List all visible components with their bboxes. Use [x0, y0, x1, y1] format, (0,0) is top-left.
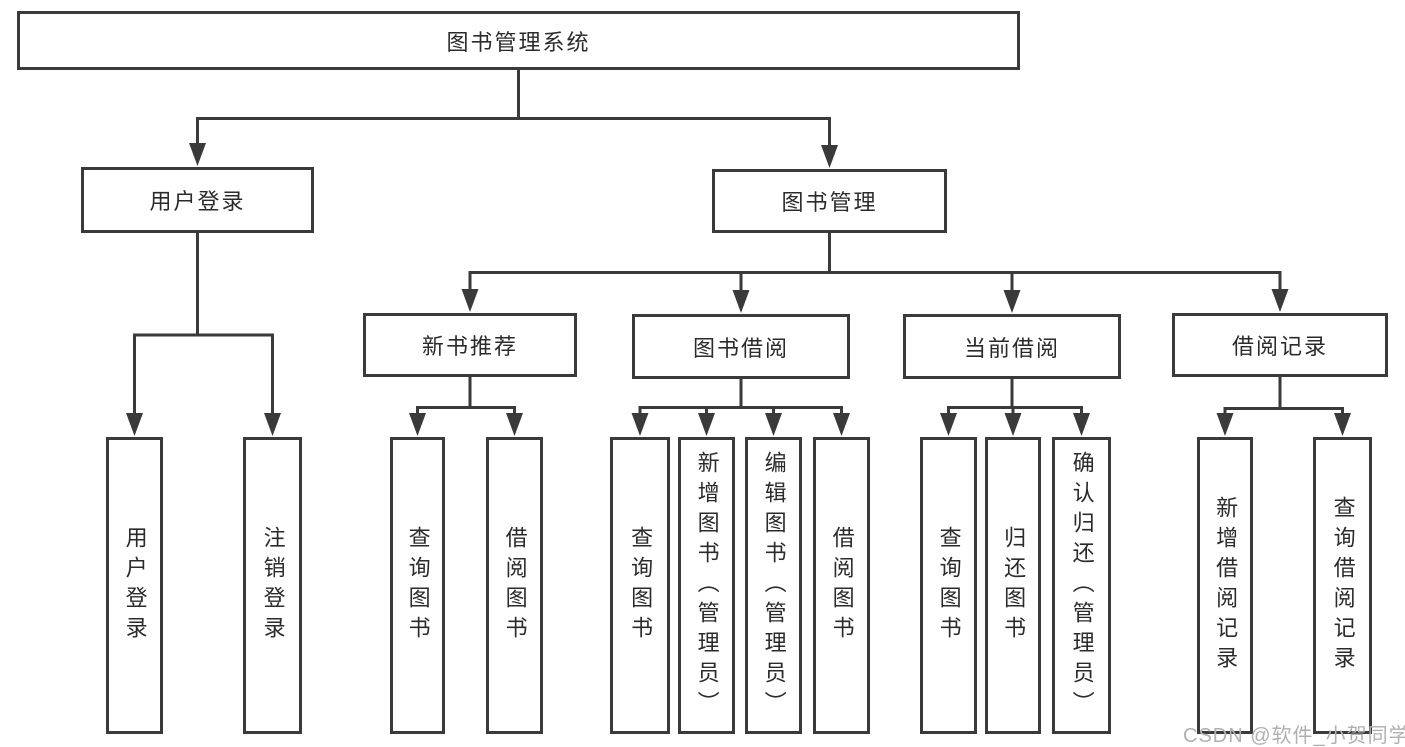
leaf-logout: 注销登录	[243, 437, 302, 734]
arrowhead-icon	[698, 413, 715, 436]
leaf-query-books-borrowing: 查询图书	[610, 437, 670, 734]
leaf-add-borrow-record: 新增借阅记录	[1197, 437, 1253, 734]
node-book-management: 图书管理	[712, 169, 947, 233]
node-current-borrowing: 当前借阅	[903, 314, 1121, 379]
connector-root-branch	[196, 117, 831, 149]
connector-records-branch	[1223, 407, 1344, 416]
node-root: 图书管理系统	[17, 11, 1020, 70]
arrowhead-icon	[1334, 413, 1351, 436]
arrowhead-icon	[189, 143, 206, 166]
leaf-borrow-books-recommend: 借阅图书	[486, 437, 543, 734]
node-book-borrowing: 图书借阅	[632, 314, 850, 379]
arrowhead-icon	[631, 413, 649, 436]
leaf-confirm-return-admin: 确认归还（管理员）	[1052, 437, 1111, 734]
arrowhead-icon	[833, 413, 850, 436]
connector-book-borrow-branch	[638, 406, 843, 416]
arrowhead-icon	[126, 413, 143, 436]
leaf-return-books: 归还图书	[985, 437, 1041, 734]
leaf-borrow-books-borrowing: 借阅图书	[813, 437, 870, 734]
node-new-book-recommend: 新书推荐	[363, 313, 577, 377]
node-user-login: 用户登录	[81, 167, 314, 233]
watermark: CSDN @软件_小贺同学	[1183, 725, 1405, 747]
arrowhead-icon	[409, 413, 426, 436]
leaf-query-borrow-record: 查询借阅记录	[1313, 437, 1372, 734]
leaf-add-books-admin: 新增图书（管理员）	[678, 437, 735, 734]
node-borrowing-records: 借阅记录	[1172, 313, 1388, 377]
arrowhead-icon	[506, 413, 523, 436]
arrowhead-icon	[1271, 289, 1289, 312]
connector-current-branch	[947, 406, 1083, 416]
connector-book-mgmt-branch	[468, 271, 1282, 291]
leaf-query-books-current: 查询图书	[920, 437, 977, 734]
arrowhead-icon	[264, 413, 281, 436]
arrowhead-icon	[1216, 413, 1234, 436]
arrowhead-icon	[821, 145, 838, 168]
leaf-query-books-recommend: 查询图书	[390, 437, 445, 734]
arrowhead-icon	[940, 413, 957, 436]
arrowhead-icon	[1004, 413, 1022, 436]
arrowhead-icon	[732, 290, 750, 313]
arrowhead-icon	[1073, 413, 1090, 436]
arrowhead-icon	[765, 413, 782, 436]
leaf-edit-books-admin: 编辑图书（管理员）	[745, 437, 802, 734]
arrowhead-icon	[461, 289, 479, 312]
leaf-user-login: 用户登录	[106, 437, 163, 734]
connector-new-rec-branch	[416, 406, 516, 416]
arrowhead-icon	[1003, 290, 1021, 313]
connector-user-login-branch	[133, 333, 274, 416]
